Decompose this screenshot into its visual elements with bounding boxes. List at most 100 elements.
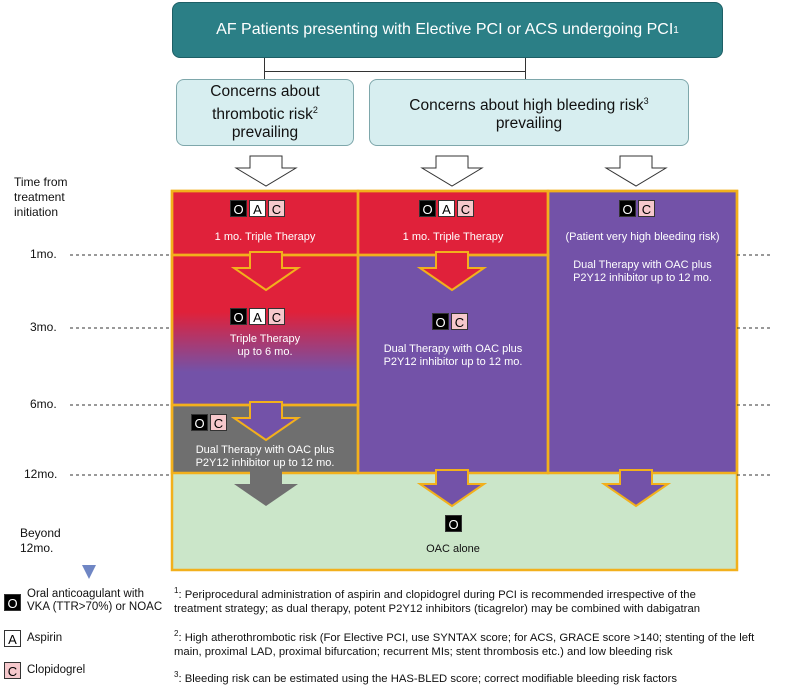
hollow-arrow-2 bbox=[420, 155, 484, 187]
legend: O Oral anticoagulant with VKA (TTR>70%) … bbox=[3, 588, 168, 684]
col2-dual-label: Dual Therapy with OAC plus P2Y12 inhibit… bbox=[358, 343, 548, 369]
thrombotic-concern-box: Concerns about thrombotic risk2 prevaili… bbox=[176, 79, 354, 146]
bleeding-concern-box: Concerns about high bleeding risk3 preva… bbox=[369, 79, 689, 146]
legend-text: Clopidogrel bbox=[27, 663, 86, 676]
label-line: P2Y12 inhibitor up to 12 mo. bbox=[573, 272, 712, 284]
timeline-mark-12mo: 12mo. bbox=[24, 467, 58, 481]
badge-clopidogrel: C bbox=[4, 661, 21, 679]
arrow-col1-6mo bbox=[230, 401, 302, 442]
badge-clopidogrel: C bbox=[457, 200, 474, 217]
badge-oac: O bbox=[230, 200, 247, 217]
arrow-col2-1mo bbox=[416, 251, 488, 292]
bleeding-concern-sup: 3 bbox=[643, 95, 649, 106]
badge-clopidogrel: C bbox=[451, 313, 468, 330]
col2-dual-cell bbox=[358, 255, 548, 473]
timeline-mark-1mo: 1mo. bbox=[30, 247, 57, 261]
col3-note-label: (Patient very high bleeding risk) bbox=[565, 231, 720, 243]
footnote-text: : Periprocedural administration of aspir… bbox=[178, 588, 696, 601]
badge-clopidogrel: C bbox=[638, 200, 655, 217]
header-connector bbox=[264, 58, 265, 72]
badge-clopidogrel: C bbox=[268, 200, 285, 217]
badge-clopidogrel: C bbox=[210, 414, 227, 431]
label-line: P2Y12 inhibitor up to 12 mo. bbox=[383, 356, 523, 368]
oac-alone-badge-wrap: O bbox=[444, 515, 463, 534]
badge-oac: O bbox=[619, 200, 636, 217]
label-line: Dual Therapy with OAC plus bbox=[383, 343, 523, 355]
label-line: P2Y12 inhibitor up to 12 mo. bbox=[195, 457, 335, 469]
footnote-text: : Bleeding risk can be estimated using t… bbox=[178, 672, 678, 685]
footnote-sup: 1 bbox=[174, 586, 179, 595]
timeline-beyond-line: Beyond bbox=[20, 526, 61, 540]
header-connector bbox=[264, 71, 526, 72]
header-title: AF Patients presenting with Elective PCI… bbox=[216, 21, 674, 38]
footnote-text: main, proximal LAD, proximal bifurcation… bbox=[174, 645, 673, 658]
badge-oac: O bbox=[432, 313, 449, 330]
legend-text: VKA (TTR>70%) or NOAC bbox=[27, 601, 163, 613]
badge-clopidogrel: C bbox=[268, 308, 285, 325]
timeline-mark-3mo: 3mo. bbox=[30, 320, 57, 334]
badge-aspirin: A bbox=[249, 308, 266, 325]
thrombotic-concern-line1: Concerns about bbox=[210, 82, 320, 100]
arrow-col2-12mo bbox=[416, 469, 488, 508]
label-line: up to 6 mo. bbox=[237, 346, 293, 358]
badge-oac: O bbox=[445, 515, 462, 532]
bleeding-concern-line1: Concerns about high bleeding risk bbox=[409, 97, 644, 115]
col1-dual-label: Dual Therapy with OAC plus P2Y12 inhibit… bbox=[172, 444, 358, 470]
header-title-sup: 1 bbox=[673, 24, 679, 36]
legend-text: Oral anticoagulant with bbox=[27, 588, 144, 600]
arrow-col3-12mo bbox=[600, 469, 672, 508]
timeline-arrowhead bbox=[82, 565, 96, 579]
legend-item-aspirin: A Aspirin bbox=[3, 624, 168, 652]
hollow-arrow-3 bbox=[604, 155, 668, 187]
header-connector bbox=[525, 71, 526, 79]
header-connector bbox=[525, 58, 526, 72]
timeline-heading-line: initiation bbox=[14, 205, 59, 219]
badge-aspirin: A bbox=[4, 629, 21, 647]
oac-alone-label: OAC alone bbox=[426, 543, 480, 555]
col2-triple-1mo-label: 1 mo. Triple Therapy bbox=[402, 231, 504, 243]
timeline-heading-line: Time from bbox=[14, 175, 68, 189]
badge-oac: O bbox=[191, 414, 208, 431]
col1-triple-1mo-label: 1 mo. Triple Therapy bbox=[214, 231, 316, 243]
footnote-sup: 3 bbox=[174, 670, 179, 679]
badge-oac: O bbox=[230, 308, 247, 325]
col1-triple-6mo-label: Triple Therapy up to 6 mo. bbox=[172, 333, 358, 359]
footnote-1: 1: Periprocedural administration of aspi… bbox=[174, 584, 794, 616]
timeline-heading-line: treatment bbox=[14, 190, 65, 204]
legend-item-clopidogrel: C Clopidogrel bbox=[3, 656, 168, 684]
arrow-col1-1mo bbox=[230, 251, 302, 292]
label-line: Triple Therapy bbox=[229, 333, 301, 345]
footnote-3: 3: Bleeding risk can be estimated using … bbox=[174, 668, 794, 686]
thrombotic-concern-sup: 2 bbox=[312, 104, 318, 115]
timeline-heading: Time from treatment initiation bbox=[14, 175, 68, 220]
footnote-text: : High atherothrombotic risk (For Electi… bbox=[178, 631, 755, 644]
thrombotic-concern-line3: prevailing bbox=[231, 124, 299, 142]
timeline-beyond: Beyond 12mo. bbox=[20, 526, 61, 556]
timeline-mark-6mo: 6mo. bbox=[30, 397, 57, 411]
header-box: AF Patients presenting with Elective PCI… bbox=[172, 2, 723, 58]
col3-dual-label: Dual Therapy with OAC plus P2Y12 inhibit… bbox=[548, 259, 737, 285]
footnote-2: 2: High atherothrombotic risk (For Elect… bbox=[174, 627, 794, 659]
legend-item-oac: O Oral anticoagulant with VKA (TTR>70%) … bbox=[3, 588, 168, 620]
arrow-col1-12mo bbox=[234, 470, 298, 506]
legend-text: Aspirin bbox=[27, 631, 63, 644]
badge-oac: O bbox=[4, 594, 21, 611]
badge-aspirin: A bbox=[249, 200, 266, 217]
footnote-text: treatment strategy; as dual therapy, pot… bbox=[174, 602, 701, 615]
thrombotic-concern-line2: thrombotic risk bbox=[212, 106, 313, 124]
badge-aspirin: A bbox=[438, 200, 455, 217]
footnote-sup: 2 bbox=[174, 629, 179, 638]
hollow-arrow-1 bbox=[234, 155, 298, 187]
label-line: Dual Therapy with OAC plus bbox=[573, 259, 712, 271]
header-connector bbox=[264, 71, 265, 79]
badge-oac: O bbox=[419, 200, 436, 217]
bleeding-concern-line2: prevailing bbox=[495, 115, 563, 133]
timeline-beyond-line: 12mo. bbox=[20, 541, 54, 555]
col3-dual-cell bbox=[548, 191, 737, 473]
